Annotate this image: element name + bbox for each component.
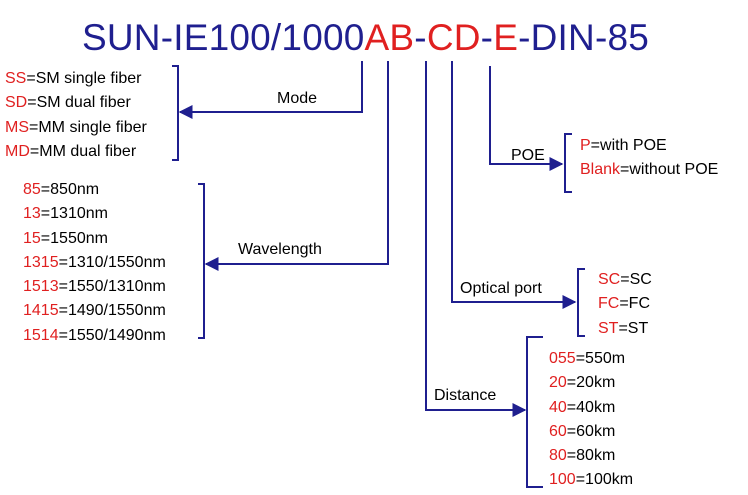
option-code: 15 (23, 229, 41, 247)
option-code: 80 (549, 447, 567, 465)
poe-connector (489, 66, 564, 171)
option-code: 85 (23, 181, 41, 198)
option-code: 100 (549, 471, 576, 489)
option-desc: =FC (619, 295, 650, 313)
optical-port-options: SC=SC FC=FC ST=ST (598, 268, 652, 341)
option-code: 1415 (23, 302, 59, 320)
model-code-e: E (493, 17, 519, 58)
mode-connector (178, 61, 363, 119)
option-item: P=with POE (580, 134, 718, 158)
poe-options: P=with POE Blank=without POE (580, 134, 718, 183)
distance-options: 055=550m 20=20km 40=40km 60=60km 80=80km… (549, 347, 633, 493)
option-item: FC=FC (598, 292, 652, 316)
option-item: 60=60km (549, 420, 633, 444)
option-desc: =ST (618, 319, 649, 337)
poe-label: POE (511, 147, 545, 164)
option-desc: =MM single fiber (29, 118, 147, 136)
option-item: MS=MM single fiber (5, 116, 147, 140)
option-code: MS (5, 118, 29, 136)
option-desc: =1310/1550nm (58, 253, 166, 271)
wavelength-options: 85=850nm 13=1310nm 15=1550nm 1315=1310/1… (23, 178, 166, 348)
option-code: 13 (23, 205, 41, 223)
model-code-sep1: - (414, 17, 427, 58)
option-code: 1513 (23, 278, 59, 296)
option-code: ST (598, 319, 619, 337)
option-item: 1415=1490/1550nm (23, 299, 166, 323)
option-item: 20=20km (549, 371, 633, 395)
option-code: 1514 (23, 326, 59, 344)
option-code: P (580, 137, 591, 154)
option-desc: =1490/1550nm (58, 302, 166, 320)
option-code: 60 (549, 422, 567, 440)
option-item: MD=MM dual fiber (5, 140, 147, 164)
option-desc: =80km (566, 447, 616, 465)
option-desc: =850nm (40, 181, 100, 198)
model-code-sep2: - (480, 17, 494, 58)
distance-connector (425, 61, 527, 417)
distance-bracket (526, 336, 543, 488)
model-code-suffix: DIN-85 (530, 17, 650, 58)
optical-port-label: Optical port (460, 280, 542, 297)
model-code-cd: CD (426, 17, 481, 58)
wavelength-connector (204, 61, 389, 271)
mode-label: Mode (277, 90, 318, 107)
option-item: 13=1310nm (23, 202, 166, 226)
option-item: 100=100km (549, 468, 633, 492)
option-desc: =1310nm (40, 205, 108, 223)
option-item: SD=SM dual fiber (5, 91, 147, 115)
model-code-sep3: - (518, 17, 531, 58)
option-item: SS=SM single fiber (5, 67, 147, 91)
option-desc: =60km (566, 422, 616, 440)
model-code-ab: AB (364, 17, 415, 58)
option-item: Blank=without POE (580, 158, 718, 182)
option-item: 40=40km (549, 396, 633, 420)
option-code: FC (598, 295, 620, 313)
option-item: 1514=1550/1490nm (23, 324, 166, 348)
option-desc: =550m (575, 350, 626, 367)
option-desc: =MM dual fiber (29, 142, 137, 160)
option-code: SS (5, 70, 27, 87)
mode-bracket (172, 65, 179, 161)
option-desc: =20km (566, 374, 616, 392)
option-item: 1315=1310/1550nm (23, 251, 166, 275)
option-desc: =SM dual fiber (27, 94, 131, 112)
option-code: SC (598, 271, 621, 288)
distance-label: Distance (434, 387, 497, 404)
option-item: 80=80km (549, 444, 633, 468)
poe-bracket (564, 133, 572, 193)
wavelength-bracket (198, 183, 205, 339)
option-desc: =with POE (590, 137, 667, 154)
option-item: SC=SC (598, 268, 652, 292)
option-item: 1513=1550/1310nm (23, 275, 166, 299)
model-code-prefix: SUN-IE100/1000 (82, 17, 365, 58)
option-desc: =SC (620, 271, 652, 288)
option-code: 055 (549, 350, 576, 367)
option-desc: =40km (566, 398, 616, 416)
option-code: 20 (549, 374, 567, 392)
option-item: ST=ST (598, 317, 652, 341)
option-item: 055=550m (549, 347, 633, 371)
option-item: 15=1550nm (23, 227, 166, 251)
option-code: 40 (549, 398, 567, 416)
option-code: MD (5, 142, 30, 160)
optical-port-bracket (577, 268, 585, 337)
wavelength-label: Wavelength (238, 241, 322, 258)
model-code-title: SUN-IE100/1000AB-CD-E-DIN-85 (82, 14, 649, 62)
option-desc: =1550/1490nm (58, 326, 166, 344)
option-item: 85=850nm (23, 178, 166, 202)
option-desc: =100km (575, 471, 634, 489)
optical-port-connector (451, 61, 577, 309)
option-code: SD (5, 94, 28, 112)
option-desc: =1550/1310nm (58, 278, 166, 296)
option-desc: =1550nm (40, 229, 108, 247)
option-code: Blank (580, 161, 621, 179)
option-desc: =without POE (620, 161, 719, 179)
option-desc: =SM single fiber (26, 70, 142, 87)
option-code: 1315 (23, 253, 59, 271)
mode-options: SS=SM single fiber SD=SM dual fiber MS=M… (5, 67, 147, 164)
